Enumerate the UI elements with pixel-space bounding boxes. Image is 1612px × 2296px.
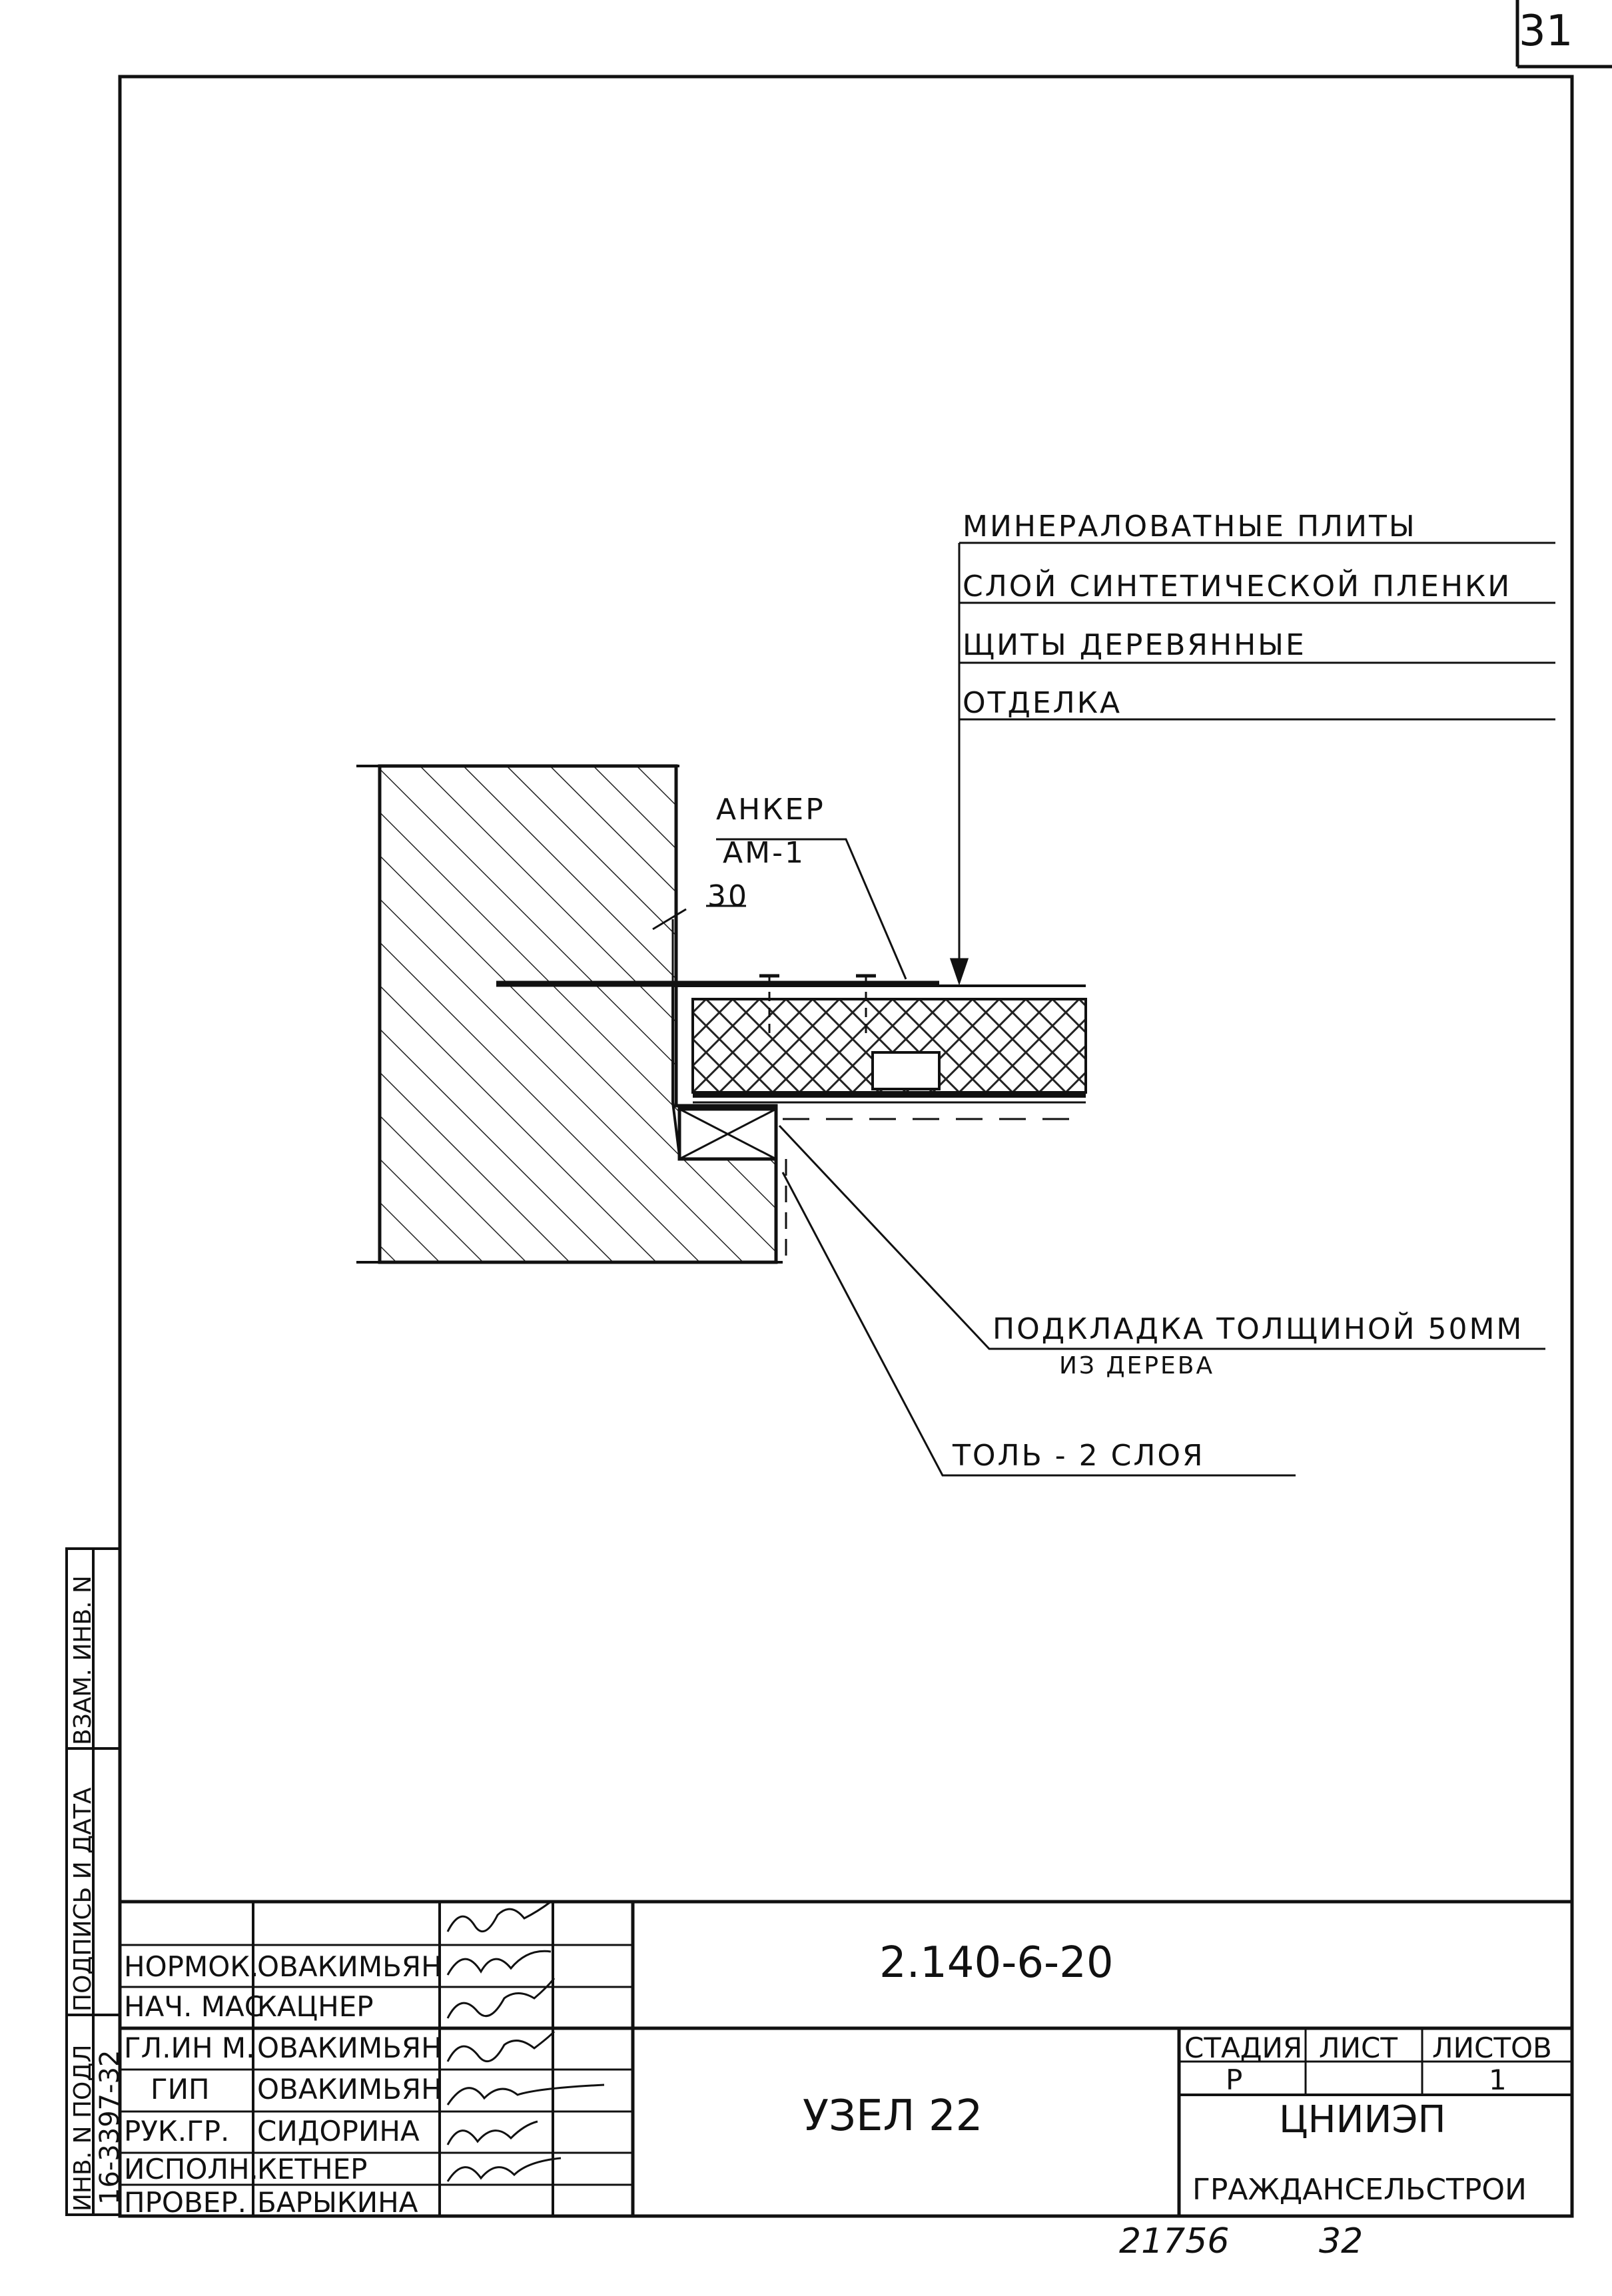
doc-code: 2.140-6-20 (879, 1938, 1114, 1988)
tar-layer (671, 986, 787, 1266)
footer-sheet-number: 32 (1319, 2221, 1364, 2261)
stage-value: Р (1226, 2064, 1243, 2096)
signatures (446, 1900, 605, 2182)
tb-name-7: БАРЫКИНА (257, 2186, 418, 2219)
side-vzam: ВЗАМ. ИНВ. N (69, 1575, 97, 1745)
pad-label: ПОДКЛАДКА ТОЛЩИНОЙ 50ММ (993, 1312, 1524, 1346)
ceiling-slab (673, 984, 1087, 1120)
tb-name-5: СИДОРИНА (257, 2115, 420, 2147)
sheets-value: 1 (1489, 2064, 1507, 2096)
leader-lines (652, 542, 1555, 1477)
tar-label: ТОЛЬ - 2 СЛОЯ (953, 1439, 1205, 1473)
org-name: ЦНИИЭП (1279, 2098, 1446, 2141)
footer-archive-number: 21756 (1119, 2221, 1230, 2261)
org-subname: ГРАЖДАНСЕЛЬСТРОИ (1192, 2173, 1527, 2207)
dimension-30: 30 (707, 879, 749, 913)
drawing-title: УЗЕЛ 22 (803, 2092, 983, 2141)
wood-pad (677, 1107, 778, 1161)
side-inv-value: 16-3397-32 (95, 2050, 125, 2205)
tb-name-1: ОВАКИМЬЯН (257, 1950, 442, 1983)
anchor-label: АНКЕР (716, 793, 825, 827)
page-number: 31 (1519, 7, 1573, 56)
layer-label-4: ОТДЕЛКА (963, 686, 1122, 720)
tb-role-6: ИСПОЛН. (124, 2153, 258, 2185)
tb-role-7: ПРОВЕР. (124, 2186, 246, 2219)
sheets-header: ЛИСТОВ (1432, 2032, 1552, 2064)
title-block-grid (120, 1900, 1572, 2216)
layer-label-2: СЛОЙ СИНТЕТИЧЕСКОЙ ПЛЕНКИ (963, 570, 1512, 603)
anchor-am1 (496, 974, 939, 1039)
tb-role-1: НОРМОК. (124, 1950, 259, 1983)
side-podpis: ПОДПИСЬ И ДАТА (69, 1787, 97, 2012)
side-inv-podl: ИНВ. N ПОДЛ (69, 2044, 97, 2211)
tb-role-3: ГЛ.ИН М. (124, 2032, 255, 2064)
anchor-code: АМ-1 (723, 836, 805, 870)
pad-material: ИЗ ДЕРЕВА (1059, 1352, 1215, 1379)
sheet-frame (118, 75, 1574, 2218)
tb-name-4: ОВАКИМЬЯН (257, 2073, 442, 2105)
tb-role-4: ГИП (151, 2073, 210, 2105)
tb-name-3: ОВАКИМЬЯН (257, 2032, 442, 2064)
stage-header: СТАДИЯ (1184, 2032, 1303, 2064)
tb-name-6: КЕТНЕР (257, 2153, 368, 2185)
side-stamp-frame (65, 1547, 121, 2216)
tb-role-2: НАЧ. МАС (124, 1990, 264, 2023)
layer-label-1: МИНЕРАЛОВАТНЫЕ ПЛИТЫ (963, 510, 1417, 544)
sheet-header: ЛИСТ (1319, 2032, 1398, 2064)
page-number-box (1515, 0, 1612, 69)
tb-role-5: РУК.ГР. (124, 2115, 230, 2147)
tb-name-2: КАЦНЕР (257, 1990, 374, 2023)
layer-label-3: ЩИТЫ ДЕРЕВЯННЫЕ (963, 628, 1306, 662)
